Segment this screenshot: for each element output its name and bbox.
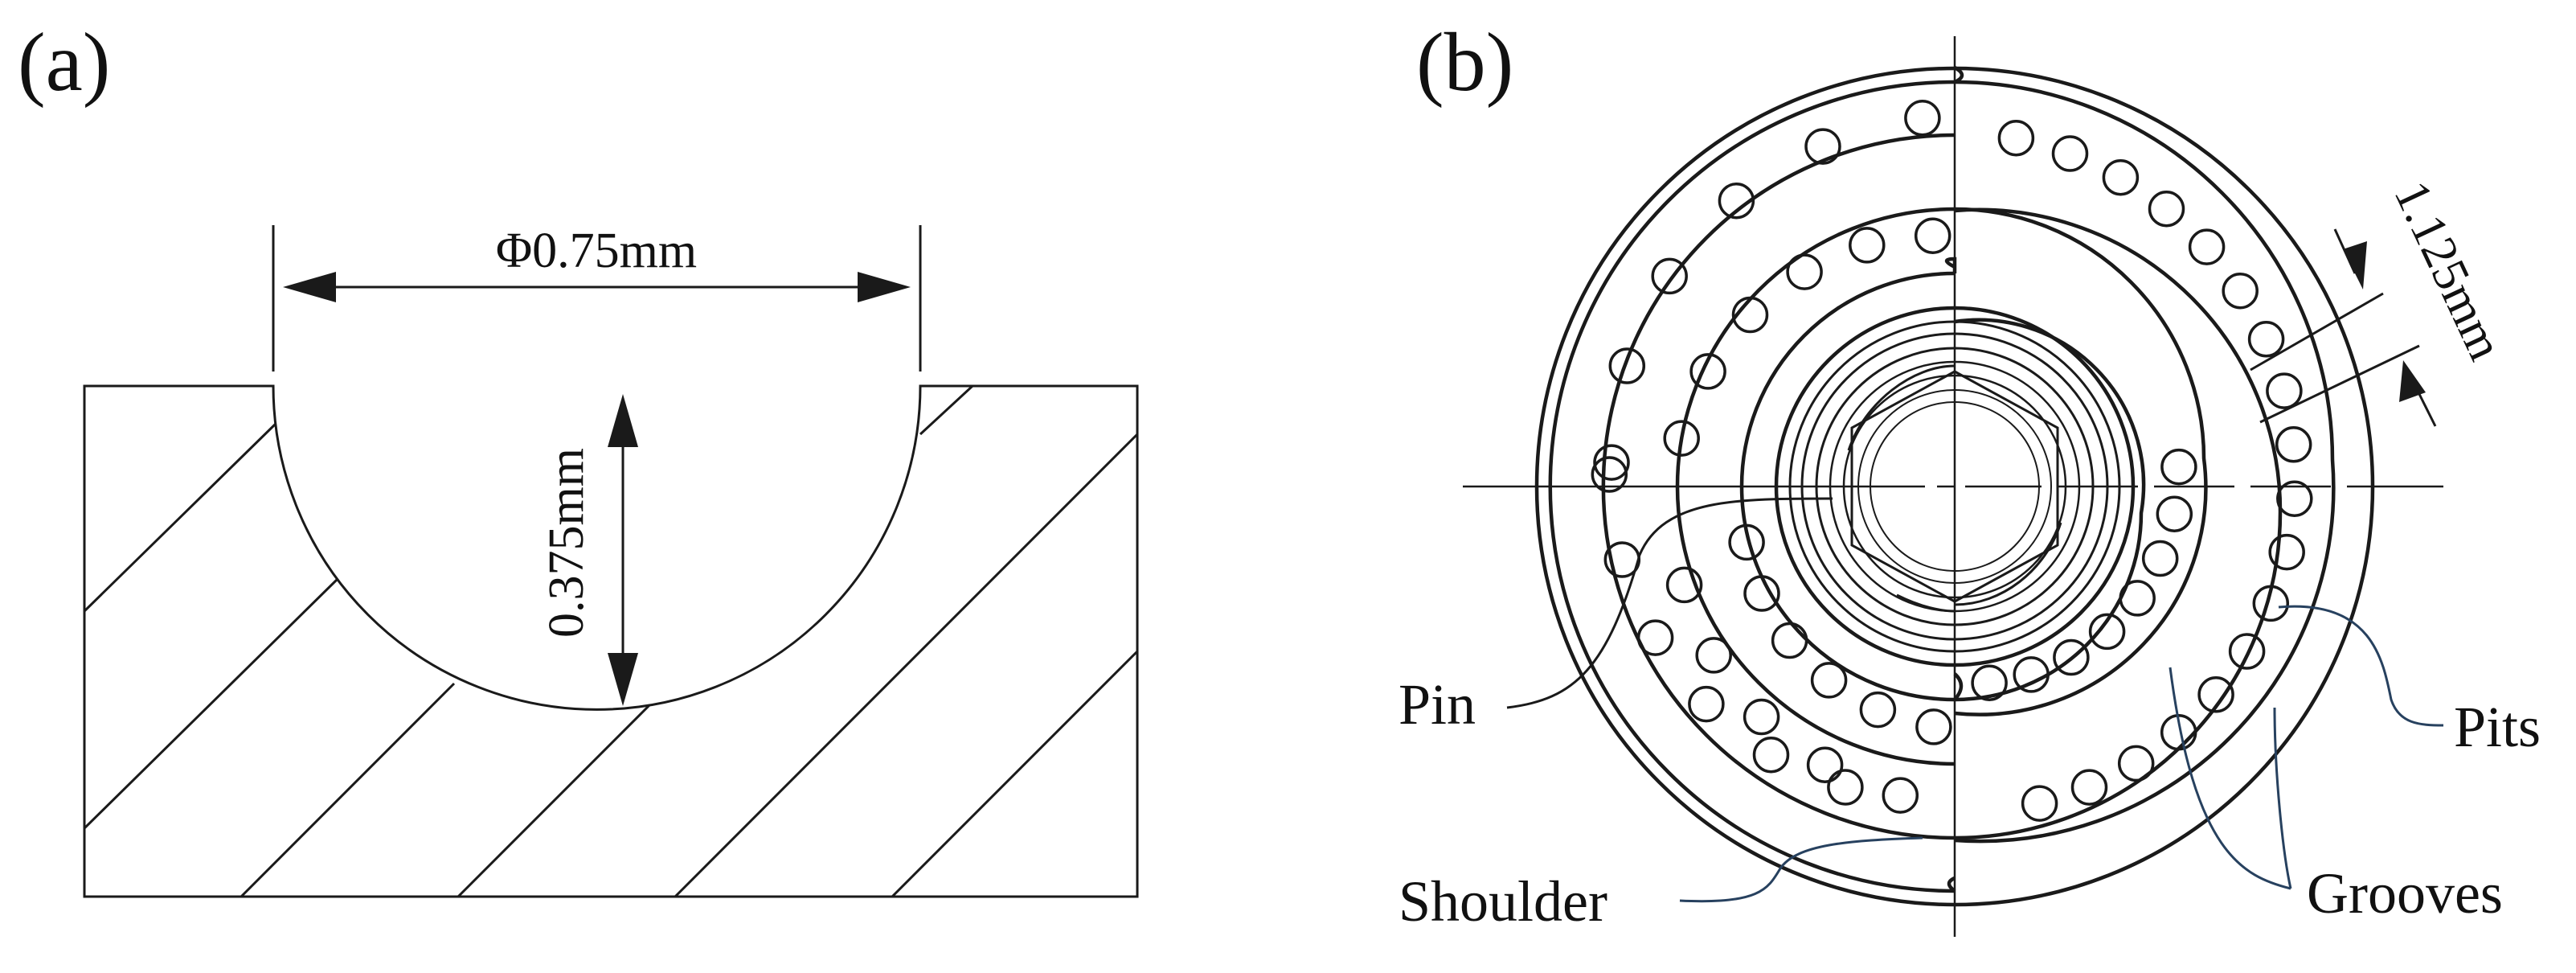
pit xyxy=(2117,745,2155,782)
pit xyxy=(2051,135,2089,172)
pit xyxy=(2276,480,2313,517)
pit xyxy=(2188,228,2226,265)
pit xyxy=(1743,575,1780,612)
pit xyxy=(1804,128,1841,165)
pit xyxy=(1810,662,1848,699)
grooves-label: Grooves xyxy=(2307,861,2503,926)
pit xyxy=(2266,372,2303,409)
pit xyxy=(1743,698,1780,736)
pit xyxy=(2156,495,2193,532)
pit xyxy=(2268,533,2305,571)
section-block xyxy=(83,384,1139,898)
pit xyxy=(2197,676,2234,713)
pit xyxy=(2088,613,2126,651)
panel-b-label: (b) xyxy=(1416,16,1513,109)
diameter-dimension: Φ0.75mm xyxy=(283,224,911,302)
callout-pits: Pits xyxy=(2278,605,2541,759)
shoulder-label: Shoulder xyxy=(1399,869,1607,934)
scroll-groove-2 xyxy=(1601,133,2283,840)
section-hatching xyxy=(84,386,1137,897)
pit xyxy=(2228,633,2266,670)
pit xyxy=(1997,119,2035,157)
pit xyxy=(1636,619,1674,656)
pit xyxy=(1752,736,1790,774)
pit xyxy=(1665,566,1703,604)
pit xyxy=(2070,769,2108,806)
pit xyxy=(1914,217,1951,254)
pit xyxy=(1608,347,1646,384)
pit xyxy=(1849,227,1886,264)
pit xyxy=(2222,272,2259,310)
pit xyxy=(2148,190,2185,228)
pit xyxy=(1806,746,1844,783)
pit xyxy=(2053,638,2090,676)
pit xyxy=(2252,585,2290,622)
pit xyxy=(1915,708,1952,745)
pit-cavity xyxy=(273,386,920,710)
depth-label: 0.375mm xyxy=(539,448,594,638)
pit xyxy=(1882,777,1919,814)
pit xyxy=(2275,426,2312,463)
depth-dimension: 0.375mm xyxy=(539,394,638,706)
pit xyxy=(1593,444,1630,481)
pit xyxy=(1689,353,1726,390)
pit xyxy=(2013,656,2050,693)
pit xyxy=(1971,664,2008,701)
pitch-dimension: 1.125mm xyxy=(2250,173,2513,427)
pit xyxy=(1718,182,1755,220)
pit xyxy=(2160,448,2197,486)
callout-shoulder: Shoulder xyxy=(1399,836,1923,934)
callout-pin: Pin xyxy=(1399,497,1833,737)
panel-a: (a) Φ0.75mm 0.37 xyxy=(18,16,1139,898)
scroll-groove-3 xyxy=(1675,207,2208,766)
pit xyxy=(1695,637,1732,674)
pit xyxy=(1651,257,1688,295)
pin-label: Pin xyxy=(1399,672,1476,737)
callout-grooves: Grooves xyxy=(2169,667,2503,926)
tool-shoulder xyxy=(1534,66,2375,907)
pit xyxy=(2102,158,2140,196)
panel-b: (b) xyxy=(1399,16,2541,937)
pit xyxy=(1771,622,1808,659)
pits-label: Pits xyxy=(2454,695,2541,759)
center-lines xyxy=(1463,36,2443,937)
pit xyxy=(2141,540,2179,577)
pit xyxy=(1859,691,1897,729)
pit xyxy=(2021,785,2058,822)
pit xyxy=(1663,420,1700,457)
diameter-label: Φ0.75mm xyxy=(496,224,697,278)
pit xyxy=(2119,580,2156,617)
pits-group xyxy=(1591,100,2313,822)
pit xyxy=(1904,100,1941,137)
pit xyxy=(1591,456,1628,493)
threaded-pin xyxy=(1774,306,2136,667)
pit xyxy=(2247,321,2285,358)
pit xyxy=(1688,685,1725,723)
pitch-label: 1.125mm xyxy=(2383,173,2513,368)
pit xyxy=(1786,253,1823,290)
pit xyxy=(1827,769,1864,806)
pit xyxy=(1731,296,1769,334)
pit xyxy=(1728,523,1765,561)
panel-a-label: (a) xyxy=(18,16,110,109)
